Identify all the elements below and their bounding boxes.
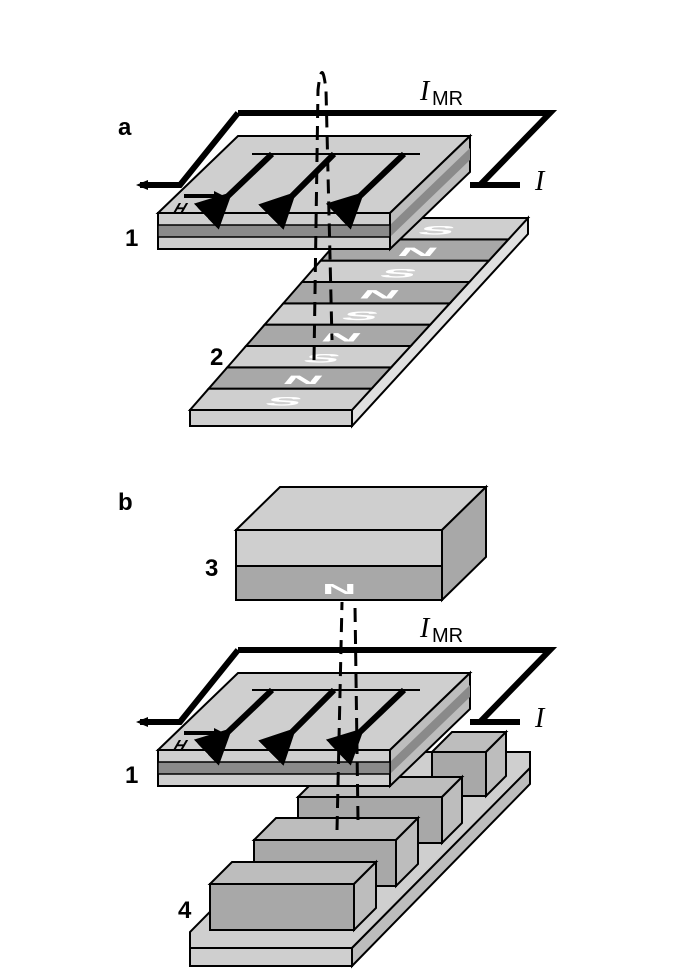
- panel-b-label: b: [118, 489, 133, 516]
- magnet-label: 3: [205, 555, 218, 582]
- panel-b: b S N 3: [118, 166, 662, 969]
- strip-pole-label: S: [413, 224, 459, 237]
- imr-subscript: MR: [432, 88, 463, 110]
- strip-pole-label: S: [261, 395, 307, 408]
- strip-pole-label: S: [299, 352, 345, 365]
- pole-n: N: [322, 581, 357, 598]
- flux-line: [312, 71, 334, 361]
- magnetization-arrow: [258, 687, 337, 766]
- magnetization-arrow: [193, 687, 275, 766]
- imr-subscript: MR: [432, 625, 463, 647]
- strip-pole-label: N: [278, 373, 327, 386]
- imr-label: I MR: [419, 76, 463, 110]
- mr-sensor-slab: H: [155, 670, 473, 789]
- flux-line: [335, 601, 344, 831]
- magnetization-arrow: [325, 151, 407, 230]
- imr-loop-back: [238, 110, 558, 188]
- sensor-label: 1: [125, 225, 138, 252]
- strip-front: [189, 409, 353, 427]
- imr-loop-left: [140, 111, 241, 188]
- gear-label: 4: [178, 897, 192, 924]
- medium-label: 2: [210, 344, 223, 371]
- magnetization-arrow: [193, 151, 275, 230]
- strip-pole-label: S: [337, 309, 383, 322]
- strip-pole-label: N: [393, 245, 442, 258]
- strip-pole-label: N: [355, 288, 404, 301]
- imr-loop-left: [140, 648, 241, 725]
- permanent-magnet: S N: [233, 166, 662, 603]
- strip-pole-label: S: [375, 267, 421, 280]
- imr-symbol: I: [419, 613, 431, 644]
- current-label: I: [534, 166, 546, 197]
- gear-teeth: [189, 729, 531, 969]
- imr-symbol: I: [419, 76, 431, 107]
- panel-a-label: a: [118, 114, 132, 141]
- mr-sensor-slab: H: [155, 133, 473, 252]
- pole-s: S: [622, 166, 662, 187]
- current-label: I: [534, 703, 546, 734]
- magnetization-arrow: [325, 687, 407, 766]
- flux-line: [353, 605, 360, 821]
- strip-pole-label: N: [316, 331, 365, 344]
- sensor-label: 1: [125, 762, 138, 789]
- imr-label: I MR: [419, 613, 463, 647]
